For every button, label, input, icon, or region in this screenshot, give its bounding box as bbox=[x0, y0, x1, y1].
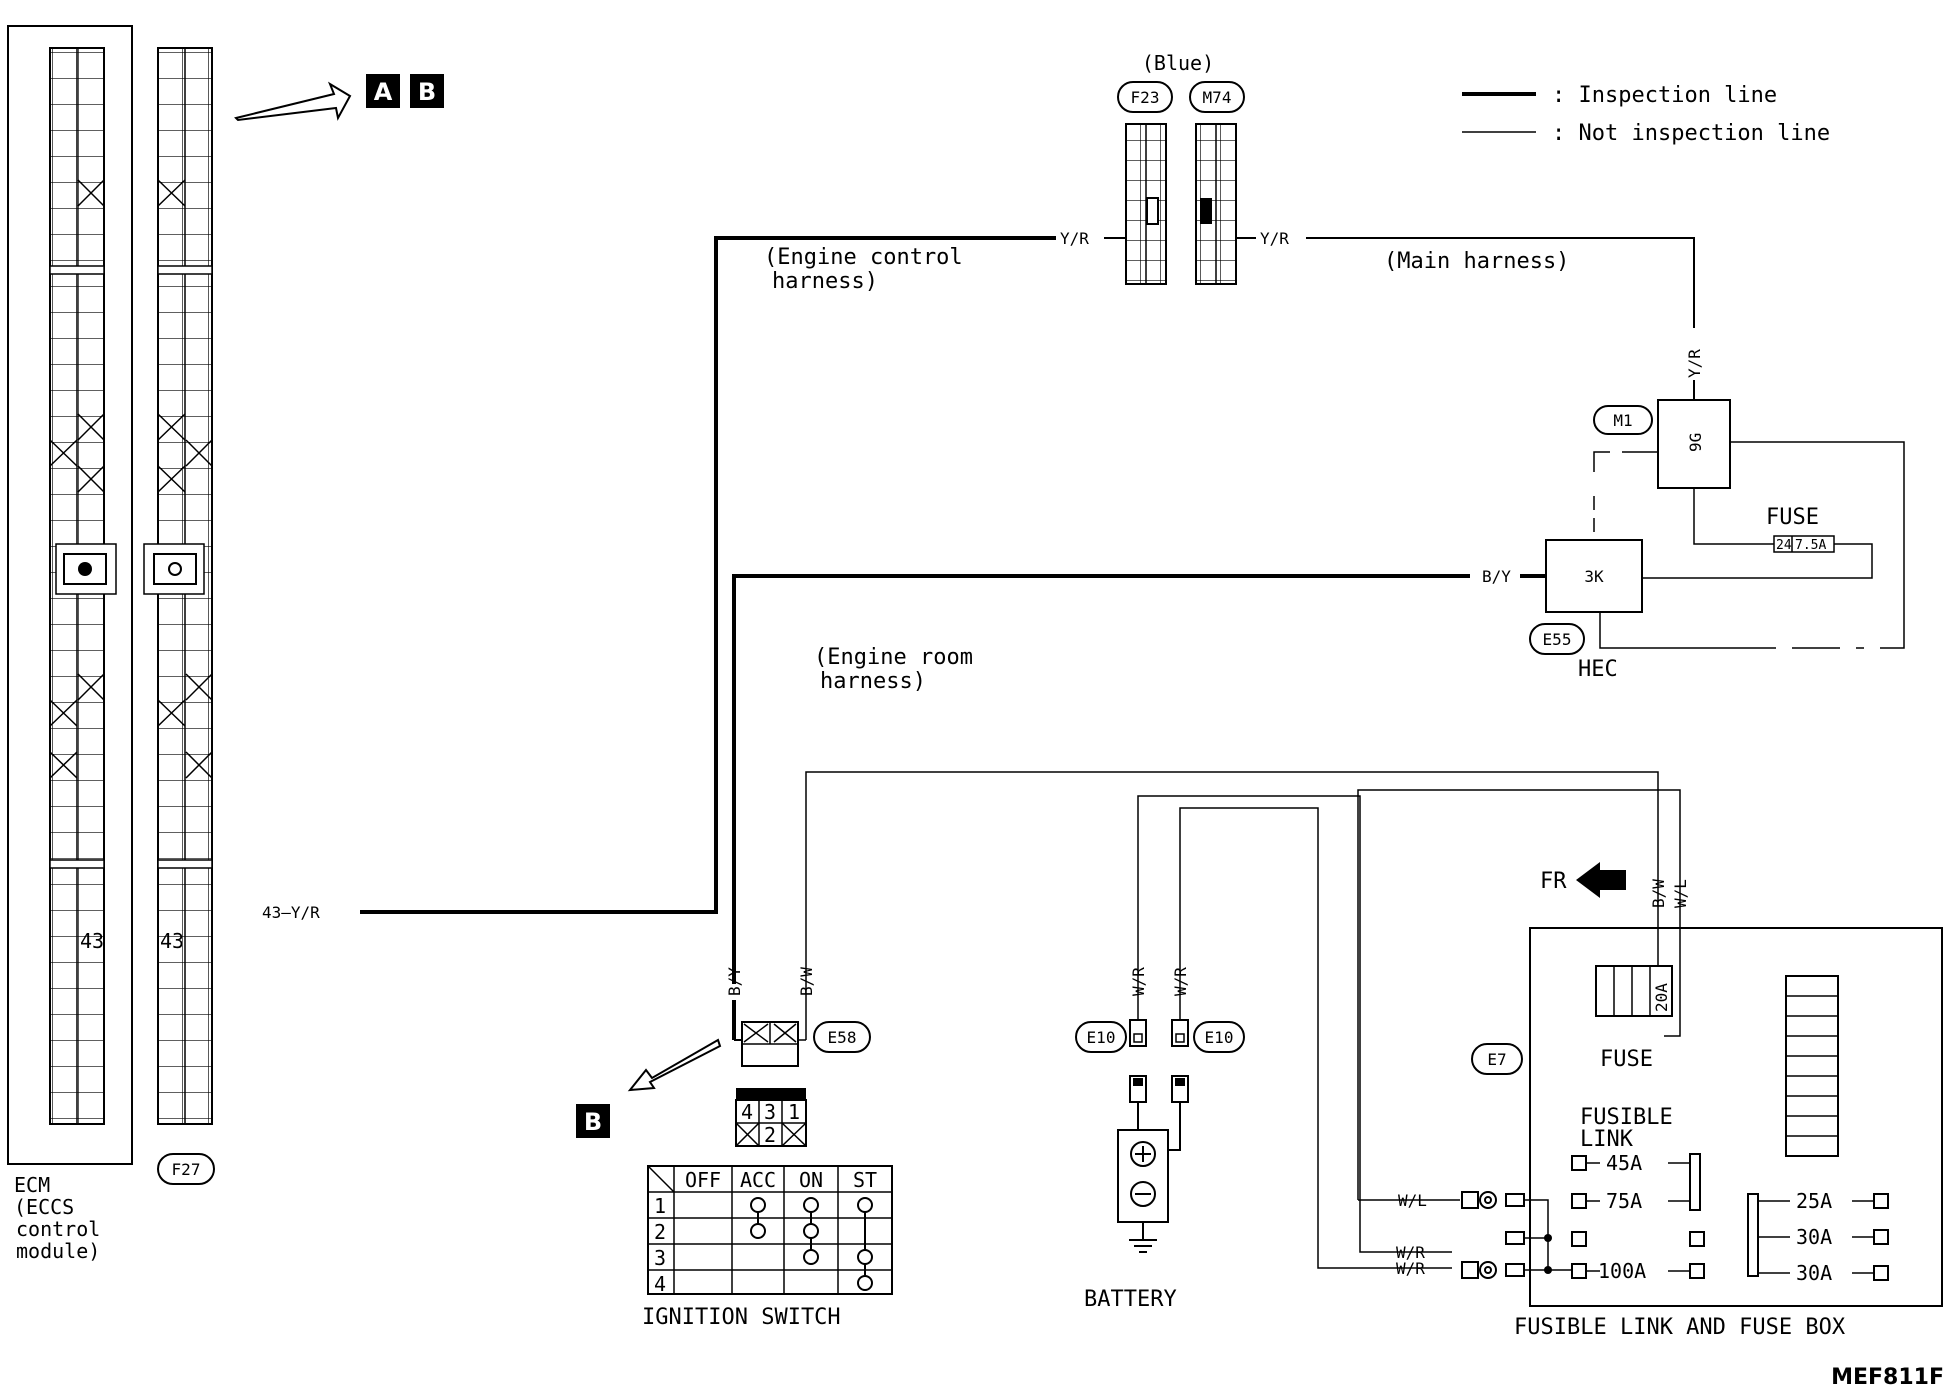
connector-e7: E7 bbox=[1487, 1050, 1506, 1069]
view-ref-b: B bbox=[418, 78, 436, 106]
legend-inspection-line: : Inspection line bbox=[1552, 83, 1777, 108]
battery-label: BATTERY bbox=[1084, 1287, 1177, 1312]
view-ref-a: A bbox=[374, 78, 393, 106]
ign-pin-2: 2 bbox=[764, 1123, 776, 1147]
wire-label-wr-bat-2: W/R bbox=[1171, 967, 1190, 996]
hec-fuse-rating: 7.5A bbox=[1795, 538, 1826, 553]
harness-main: (Main harness) bbox=[1384, 249, 1569, 274]
hec-unit: M1 9G 3K 24 7.5A FUSE E55 HEC bbox=[1529, 399, 1905, 682]
ecm-pin-43-b: 43 bbox=[160, 929, 184, 953]
fusible-link-25a: 25A bbox=[1796, 1189, 1832, 1213]
wire-label-wr-bat-1: W/R bbox=[1129, 967, 1148, 996]
figure-code: MEF811F bbox=[1831, 1365, 1944, 1390]
legend: : Inspection line : Not inspection line bbox=[1462, 83, 1830, 146]
fusible-link-label: FUSIBLE bbox=[1580, 1105, 1673, 1130]
ecm-label-3: control bbox=[16, 1217, 100, 1241]
fusible-link-30a-2: 30A bbox=[1796, 1261, 1832, 1285]
hec-fuse-label: FUSE bbox=[1766, 505, 1819, 530]
wire-label-43-yr: 43—Y/R bbox=[262, 903, 320, 922]
harness-engine-room-2: harness) bbox=[820, 669, 926, 694]
joint-connectors: (Blue) F23 M74 bbox=[1117, 51, 1245, 285]
hec-fuse-no: 24 bbox=[1776, 538, 1792, 553]
ign-row-4: 4 bbox=[654, 1272, 666, 1296]
ign-header-acc: ACC bbox=[740, 1168, 776, 1192]
connector-e10-left: E10 bbox=[1087, 1028, 1116, 1047]
wire-label-bw-ign: B/W bbox=[797, 967, 816, 996]
connector-e10-right: E10 bbox=[1205, 1028, 1234, 1047]
wire-label-yr-m1: Y/R bbox=[1685, 349, 1704, 378]
box-fuse-rating: 20A bbox=[1652, 983, 1671, 1012]
ecm-label-2: (ECCS bbox=[14, 1195, 74, 1219]
front-label: FR bbox=[1540, 869, 1567, 894]
front-arrow-icon bbox=[1576, 862, 1626, 898]
ign-row-2: 2 bbox=[654, 1220, 666, 1244]
ecm-unit: 43 43 F27 ECM (ECCS bbox=[7, 25, 215, 1263]
wire-label-wl-box: W/L bbox=[1671, 879, 1690, 908]
ign-header-off: OFF bbox=[685, 1168, 721, 1192]
harness-engine-room: (Engine room bbox=[814, 645, 973, 670]
view-ref-b-2: B bbox=[584, 1108, 602, 1136]
ecm-connector-2: 43 bbox=[143, 47, 213, 1125]
wire-label-by-hec: B/Y bbox=[1482, 567, 1511, 586]
wire-label-wl-in: W/L bbox=[1398, 1191, 1427, 1210]
harness-engine-control-2: harness) bbox=[772, 269, 878, 294]
harness-engine-control: (Engine control bbox=[764, 245, 963, 270]
connector-e58: E58 bbox=[828, 1028, 857, 1047]
blue-note: (Blue) bbox=[1142, 51, 1214, 75]
wire-label-by-ign: B/Y bbox=[725, 967, 744, 996]
connector-e55: E55 bbox=[1543, 630, 1572, 649]
box-fuse-label: FUSE bbox=[1600, 1047, 1653, 1072]
wire-label-yr-f23: Y/R bbox=[1060, 229, 1089, 248]
fusible-link-75a: 75A bbox=[1606, 1189, 1642, 1213]
view-arrow-ab: A B bbox=[234, 74, 444, 122]
by-wire bbox=[732, 574, 1470, 984]
ecm-pin-43: 43 bbox=[80, 929, 104, 953]
ecm-label: ECM bbox=[14, 1173, 50, 1197]
fusible-link-30a-1: 30A bbox=[1796, 1225, 1832, 1249]
ign-row-1: 1 bbox=[654, 1194, 666, 1218]
yr-circuit bbox=[360, 236, 1695, 914]
ign-header-st: ST bbox=[853, 1168, 877, 1192]
hec-label: HEC bbox=[1578, 657, 1618, 682]
ecm-connector-1: 43 bbox=[49, 47, 117, 1125]
ign-pin-4: 4 bbox=[741, 1100, 753, 1124]
fusible-link-100a: 100A bbox=[1598, 1259, 1646, 1283]
hec-pin-3k: 3K bbox=[1584, 567, 1604, 586]
ign-header-on: ON bbox=[799, 1168, 823, 1192]
hec-pin-9g: 9G bbox=[1686, 433, 1705, 452]
ign-row-3: 3 bbox=[654, 1246, 666, 1270]
wire-label-bw-box: B/W bbox=[1649, 879, 1668, 908]
battery: W/R W/R E10 E10 BATTERY bbox=[1075, 795, 1452, 1312]
legend-not-inspection-line: : Not inspection line bbox=[1552, 121, 1830, 146]
ecm-label-4: module) bbox=[16, 1239, 100, 1263]
connector-f23: F23 bbox=[1131, 88, 1160, 107]
fusible-link-label-2: LINK bbox=[1580, 1127, 1634, 1152]
fuse-box: FR B/W W/L 20A FUSE E7 FUSIBLE LINK W/L … bbox=[1357, 789, 1943, 1340]
connector-m74: M74 bbox=[1203, 88, 1232, 107]
ign-pin-1: 1 bbox=[788, 1100, 800, 1124]
wire-label-yr-m74: Y/R bbox=[1260, 229, 1289, 248]
fusible-link-45a: 45A bbox=[1606, 1151, 1642, 1175]
wire-label-wr-in-1: W/R bbox=[1396, 1243, 1425, 1262]
ecm-connector-id: F27 bbox=[172, 1160, 201, 1179]
ign-continuity bbox=[750, 1197, 873, 1291]
ignition-switch: B/Y B/W E58 B 4 3 1 2 bbox=[576, 771, 1659, 1330]
ignition-switch-title: IGNITION SWITCH bbox=[642, 1305, 841, 1330]
wire-label-wr-in-2: W/R bbox=[1396, 1259, 1425, 1278]
fuse-box-title: FUSIBLE LINK AND FUSE BOX bbox=[1514, 1315, 1846, 1340]
ign-pin-3: 3 bbox=[764, 1100, 776, 1124]
connector-m1: M1 bbox=[1613, 411, 1632, 430]
